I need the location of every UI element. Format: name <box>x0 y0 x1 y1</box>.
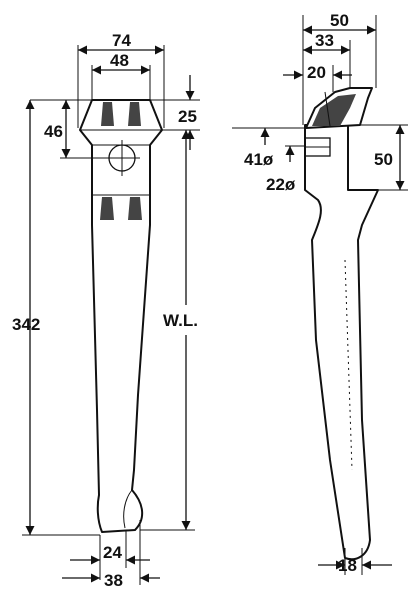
dim-bore-large: 41ø <box>244 150 274 169</box>
dim-inner-width: 48 <box>110 51 129 70</box>
dim-offset: 25 <box>178 107 197 126</box>
front-head-hatch-bottom <box>100 197 114 220</box>
front-head-hatch-top <box>101 102 114 126</box>
side-tine-outline <box>304 124 379 561</box>
dim-total-length: 342 <box>12 315 40 334</box>
dim-side-height: 50 <box>374 150 393 169</box>
dim-side-tip-width: 18 <box>338 556 357 575</box>
dim-tip-outer: 38 <box>104 571 123 590</box>
dim-side-top-total: 50 <box>330 11 349 30</box>
dim-side-top-small: 20 <box>307 63 326 82</box>
side-view: 50 33 20 41ø 22ø 50 18 <box>232 11 408 575</box>
dim-top-width: 74 <box>112 31 131 50</box>
front-view: 74 48 46 25 342 W.L. 24 <box>12 31 200 590</box>
dim-bore-small: 22ø <box>266 175 296 194</box>
dim-head-height: 46 <box>44 122 63 141</box>
dim-working-length: W.L. <box>163 311 198 330</box>
dim-tip-inner: 24 <box>103 543 122 562</box>
front-tine-outline <box>79 99 163 533</box>
dim-side-top-mid: 33 <box>315 31 334 50</box>
front-head-hatch-top-r <box>128 102 141 126</box>
front-head-hatch-bottom-r <box>128 197 142 220</box>
side-head-hatch <box>312 94 356 126</box>
